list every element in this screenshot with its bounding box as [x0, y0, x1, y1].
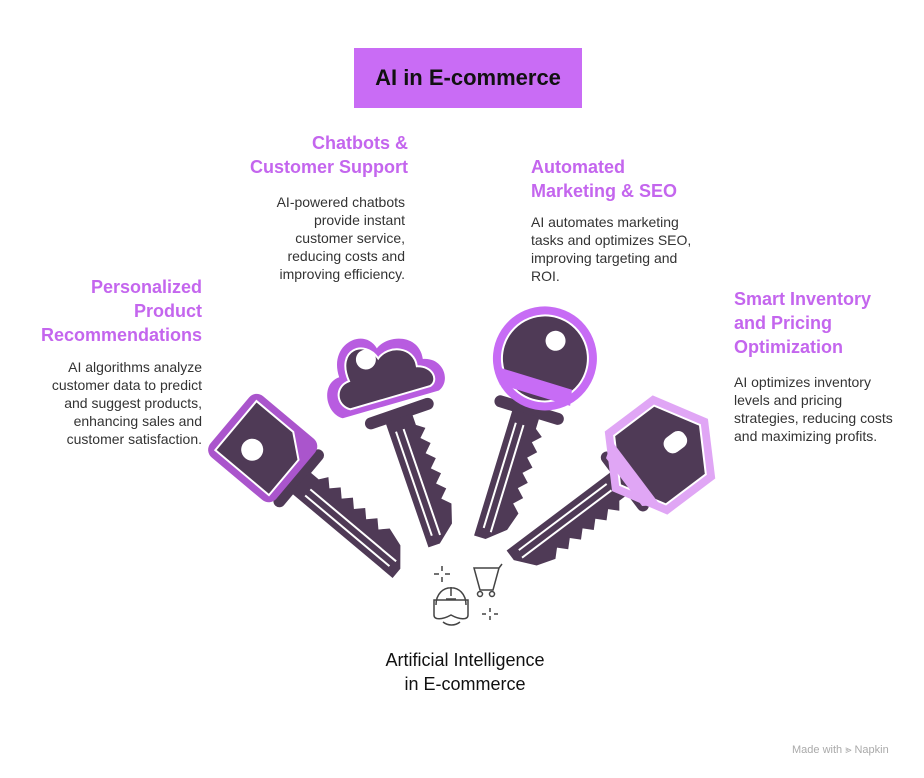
key-personalized	[208, 393, 428, 595]
center-label: Artificial Intelligence in E-commerce	[385, 650, 545, 694]
text-marketing: AI automates marketing tasks and optimiz…	[531, 214, 692, 284]
heading-personalized: Personalized Product Recommendations	[40, 277, 202, 345]
key-chatbots	[327, 338, 479, 555]
text-inventory: AI optimizes inventory levels and pricin…	[734, 374, 893, 444]
key-inventory	[493, 395, 716, 594]
diagram-title: AI in E-commerce	[354, 48, 582, 108]
heading-marketing: Automated Marketing & SEO	[531, 157, 678, 201]
ai-commerce-icon	[433, 563, 503, 626]
text-personalized: AI algorithms analyze customer data to p…	[51, 359, 202, 447]
key-marketing	[453, 306, 597, 552]
heading-chatbots: Chatbots & Customer Support	[249, 133, 408, 177]
heading-inventory: Smart Inventory and Pricing Optimization	[734, 289, 872, 357]
napkin-watermark: Made with ⪢ Napkin	[792, 744, 889, 756]
text-chatbots: AI-powered chatbots provide instant cust…	[276, 194, 405, 282]
